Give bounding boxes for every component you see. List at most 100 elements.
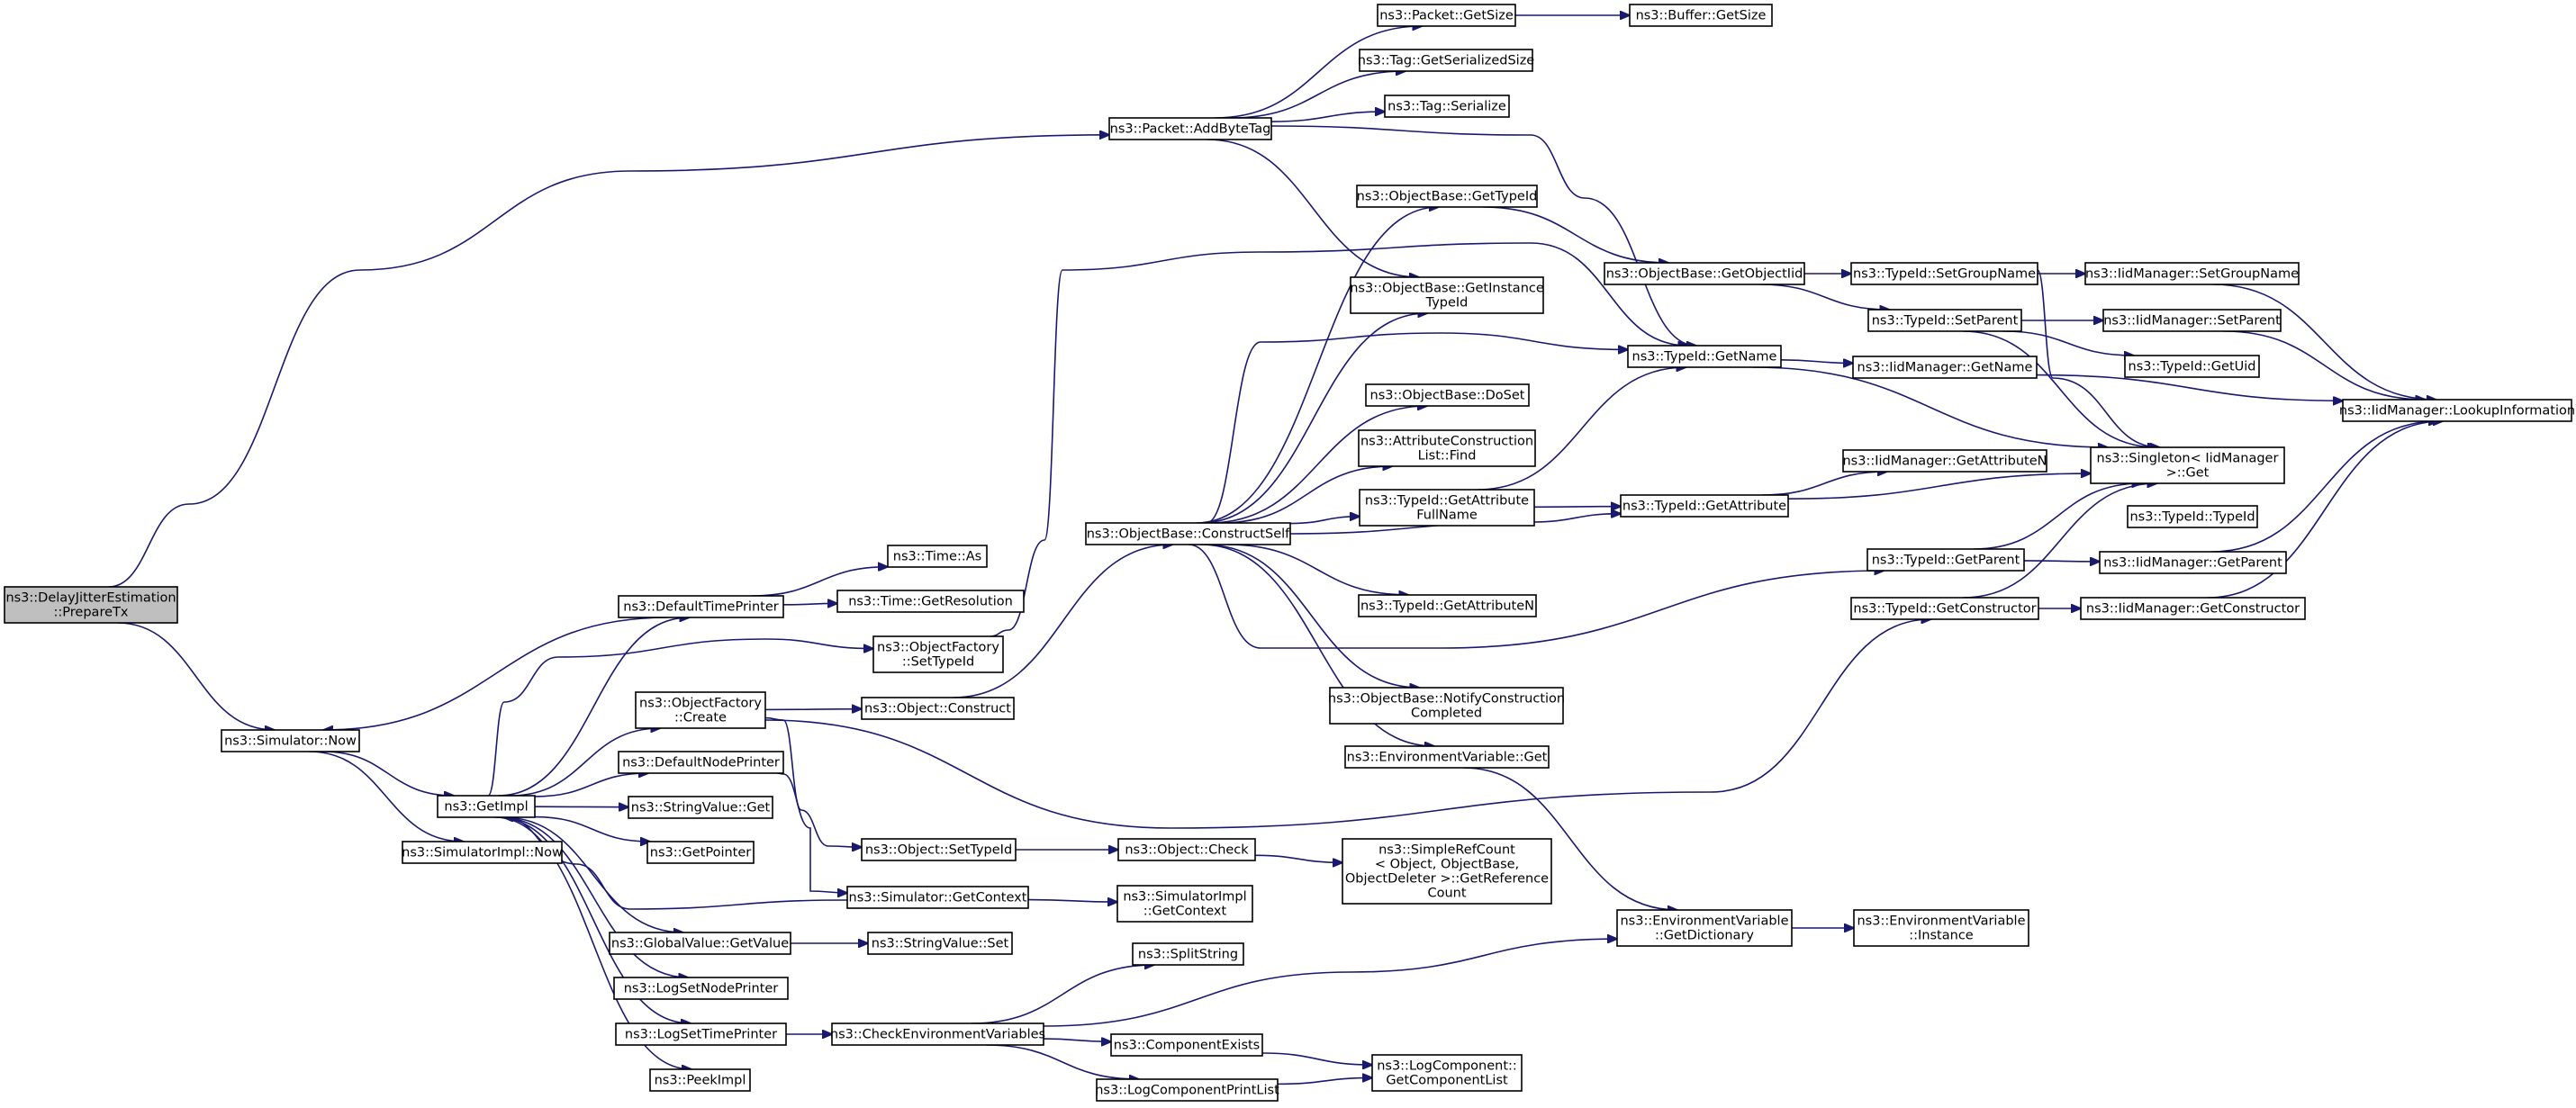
node-box — [4, 586, 178, 624]
node-label: ns3::EnvironmentVariable::Get — [1347, 751, 1548, 765]
node-label: ns3::DelayJitterEstimation — [5, 591, 176, 606]
node-box — [615, 1022, 787, 1046]
node-label: ns3::EnvironmentVariable — [1857, 914, 2025, 929]
node-simimplnow[interactable]: ns3::SimulatorImpl::Now — [402, 841, 563, 864]
edge-ob_constructself-to-tid_getattrn — [1226, 544, 1409, 595]
node-label: ns3::ObjectBase::DoSet — [1370, 389, 1525, 403]
edge-obj_check-to-srefcount — [1254, 854, 1342, 862]
node-iid_getparent[interactable]: ns3::IidManager::GetParent — [2099, 551, 2287, 574]
node-obj_settypeid[interactable]: ns3::Object::SetTypeId — [861, 838, 1017, 861]
node-box — [1359, 489, 1535, 527]
node-obj_construct[interactable]: ns3::Object::Construct — [861, 697, 1015, 720]
node-buf_getsize[interactable]: ns3::Buffer::GetSize — [1629, 4, 1773, 27]
node-lsnp[interactable]: ns3::LogSetNodePrinter — [613, 977, 789, 1000]
node-ob_getobjectiid[interactable]: ns3::ObjectBase::GetObjectIid — [1604, 262, 1805, 285]
node-box — [1365, 383, 1530, 407]
node-sim_getctx[interactable]: ns3::Simulator::GetContext — [846, 886, 1029, 909]
node-gv_getvalue[interactable]: ns3::GlobalValue::GetValue — [609, 932, 791, 955]
node-prepare[interactable]: ns3::DelayJitterEstimation::PrepareTx — [4, 586, 178, 624]
node-tid_getname[interactable]: ns3::TypeId::GetName — [1627, 345, 1782, 368]
node-of_settypeid[interactable]: ns3::ObjectFactory::SetTypeId — [872, 635, 1004, 673]
node-sv_get[interactable]: ns3::StringValue::Get — [628, 796, 773, 819]
node-box — [1629, 4, 1773, 27]
node-simimpl_getctx[interactable]: ns3::SimulatorImpl::GetContext — [1116, 885, 1253, 923]
node-ob_gettypeid[interactable]: ns3::ObjectBase::GetTypeId — [1356, 185, 1538, 208]
node-label: ns3::Tag::Serialize — [1387, 100, 1506, 114]
node-iid_lookupinfo[interactable]: ns3::IidManager::LookupInformation — [2339, 399, 2575, 422]
node-obj_check[interactable]: ns3::Object::Check — [1117, 838, 1256, 861]
edge-cev-to-compexists — [1043, 1039, 1111, 1041]
node-singleton_get[interactable]: ns3::Singleton< IidManager>::Get — [2090, 446, 2285, 484]
node-of_create[interactable]: ns3::ObjectFactory::Create — [635, 691, 766, 729]
node-ob_constructself[interactable]: ns3::ObjectBase::ConstructSelf — [1085, 522, 1291, 545]
edge-of_create-to-obj_settypeid — [764, 716, 862, 848]
node-lc_getcomplist[interactable]: ns3::LogComponent::GetComponentList — [1371, 1054, 1523, 1092]
node-time_as[interactable]: ns3::Time::As — [887, 545, 988, 568]
node-tid_getattrn[interactable]: ns3::TypeId::GetAttributeN — [1358, 594, 1537, 617]
edge-lcpl-to-lc_getcomplist — [1277, 1077, 1372, 1085]
edge-iid_getconstructor-to-iid_lookupinfo — [2207, 421, 2443, 599]
node-box — [1096, 1078, 1279, 1102]
node-label: ns3::LogComponent:: — [1377, 1059, 1517, 1074]
node-now[interactable]: ns3::Simulator::Now — [221, 729, 360, 752]
node-box — [437, 795, 536, 818]
node-envvar_get[interactable]: ns3::EnvironmentVariable::Get — [1344, 745, 1550, 769]
node-tid_getconstructor[interactable]: ns3::TypeId::GetConstructor — [1850, 597, 2039, 620]
node-label: ns3::GetImpl — [444, 800, 528, 815]
node-box — [1110, 1033, 1263, 1057]
node-iid_getname[interactable]: ns3::IidManager::GetName — [1852, 356, 2038, 379]
node-label: ns3::LogSetTimePrinter — [625, 1028, 777, 1042]
node-tid_getparent[interactable]: ns3::TypeId::GetParent — [1866, 548, 2025, 572]
node-box — [1342, 838, 1552, 905]
node-tid_getattribute[interactable]: ns3::TypeId::GetAttribute — [1620, 494, 1789, 518]
node-tid_typeid[interactable]: ns3::TypeId::TypeId — [2127, 505, 2258, 528]
node-envvar_instance[interactable]: ns3::EnvironmentVariable::Instance — [1853, 909, 2029, 947]
node-getpointer[interactable]: ns3::GetPointer — [646, 841, 755, 864]
node-box — [1866, 548, 2025, 572]
node-iid_getattrn[interactable]: ns3::IidManager::GetAttributeN — [1842, 449, 2047, 473]
node-cev[interactable]: ns3::CheckEnvironmentVariables — [830, 1022, 1045, 1046]
node-envvar_getdict[interactable]: ns3::EnvironmentVariable::GetDictionary — [1616, 909, 1793, 947]
node-pkt_getsize[interactable]: ns3::Packet::GetSize — [1377, 4, 1516, 27]
node-dnp[interactable]: ns3::DefaultNodePrinter — [618, 751, 784, 774]
node-label: ::GetContext — [1143, 905, 1227, 919]
node-label: ns3::TypeId::SetParent — [1872, 314, 2019, 329]
node-box — [609, 932, 791, 955]
node-ob_notifycc[interactable]: ns3::ObjectBase::NotifyConstructionCompl… — [1328, 687, 1565, 725]
node-pkt_addbytetag[interactable]: ns3::Packet::AddByteTag — [1108, 117, 1272, 140]
node-label: ns3::LogSetNodePrinter — [624, 982, 779, 996]
node-label: ns3::TypeId::SetGroupName — [1853, 267, 2036, 282]
node-time_getres[interactable]: ns3::Time::GetResolution — [836, 590, 1025, 613]
node-dtp[interactable]: ns3::DefaultTimePrinter — [618, 595, 784, 618]
node-ob_doset[interactable]: ns3::ObjectBase::DoSet — [1365, 383, 1530, 407]
edge-dtp-to-now — [323, 617, 668, 730]
node-lstp[interactable]: ns3::LogSetTimePrinter — [615, 1022, 787, 1046]
node-iid_setgroupname[interactable]: ns3::IidManager::SetGroupName — [2084, 262, 2300, 285]
edge-tid_getname-to-iid_getname — [1780, 360, 1853, 364]
node-box — [1359, 49, 1533, 72]
edges — [108, 15, 2443, 1085]
node-box — [1853, 909, 2029, 947]
node-tid_setgroupname[interactable]: ns3::TypeId::SetGroupName — [1850, 262, 2038, 285]
node-box — [2080, 597, 2306, 620]
node-tag_getsersize[interactable]: ns3::Tag::GetSerializedSize — [1358, 49, 1535, 72]
node-splitstring[interactable]: ns3::SplitString — [1132, 942, 1244, 966]
edge-tid_getparent-to-singleton_get — [1973, 483, 2142, 550]
node-sv_set[interactable]: ns3::StringValue::Set — [867, 932, 1013, 955]
node-lcpl[interactable]: ns3::LogComponentPrintList — [1095, 1078, 1279, 1102]
node-tid_setparent[interactable]: ns3::TypeId::SetParent — [1867, 309, 2022, 332]
node-tid_getuid[interactable]: ns3::TypeId::GetUid — [2124, 355, 2260, 378]
node-srefcount[interactable]: ns3::SimpleRefCount< Object, ObjectBase,… — [1342, 838, 1552, 905]
edge-now-to-simimplnow — [309, 751, 464, 842]
node-iid_setparent[interactable]: ns3::IidManager::SetParent — [2102, 309, 2282, 332]
node-label: ns3::TypeId::GetAttributeN — [1360, 599, 1534, 614]
node-iid_getconstructor[interactable]: ns3::IidManager::GetConstructor — [2080, 597, 2306, 620]
node-peekimpl[interactable]: ns3::PeekImpl — [649, 1068, 751, 1092]
node-tag_serialize[interactable]: ns3::Tag::Serialize — [1384, 95, 1510, 118]
node-compexists[interactable]: ns3::ComponentExists — [1110, 1033, 1263, 1057]
node-getimpl[interactable]: ns3::GetImpl — [437, 795, 536, 818]
